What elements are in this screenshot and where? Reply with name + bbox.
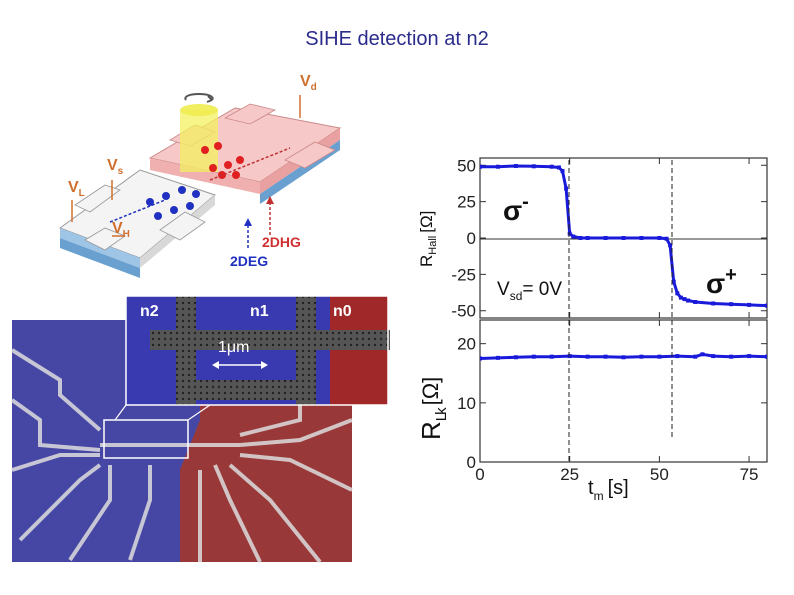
y-tick-label: 0	[467, 453, 476, 472]
data-point	[480, 356, 482, 361]
y-tick-label: -25	[451, 265, 476, 284]
x-tick-label: 25	[560, 465, 579, 484]
n1-label: n1	[250, 303, 269, 320]
data-point	[686, 298, 691, 303]
data-point	[531, 164, 536, 169]
chart-top-ticks	[479, 158, 767, 318]
sigma-plus-label: σ+	[706, 264, 737, 299]
data-point	[657, 236, 662, 240]
data-point	[480, 164, 482, 169]
chart-top-series	[480, 164, 767, 308]
vh-label: VH	[112, 220, 130, 240]
data-point	[671, 279, 676, 284]
current-arrows	[109, 147, 291, 248]
data-point	[560, 169, 565, 174]
electron-region	[58, 169, 217, 278]
data-point	[556, 165, 561, 170]
light-beam	[180, 93, 218, 172]
data-point	[711, 354, 716, 359]
vl-label: VL	[68, 179, 85, 199]
chart-top-tick-labels: 50 25 0 -25 -50	[451, 156, 476, 320]
data-point	[603, 236, 608, 240]
device-schematic: Vd Vs VL VH 2DHG 2DEG	[58, 73, 342, 278]
y-tick-label: 20	[457, 335, 476, 354]
data-point	[729, 354, 734, 359]
data-point	[639, 354, 644, 359]
data-point	[657, 354, 662, 359]
y-tick-label: 50	[457, 156, 476, 175]
chart-top-ylabel: RHall[Ω]	[417, 211, 439, 267]
n0-label: n0	[333, 303, 352, 320]
data-point	[513, 355, 518, 360]
chart-bottom-ylabel: RLk[Ω]	[416, 377, 450, 440]
data-point	[567, 354, 572, 359]
chart-bottom: 20 10 0 0 25 50 75 RLk[Ω] tm[s]	[416, 319, 768, 503]
scale-bar-label: 1μm	[218, 339, 249, 356]
y-tick-label: 25	[457, 193, 476, 212]
data-point	[711, 301, 716, 306]
chart-bottom-frame	[479, 319, 768, 463]
data-point	[585, 354, 590, 359]
data-point	[765, 354, 767, 359]
n2-label: n2	[140, 303, 159, 320]
data-point	[495, 164, 500, 169]
vsd-label: Vsd= 0V	[497, 279, 562, 303]
data-point	[747, 302, 752, 307]
data-point	[567, 231, 572, 236]
y-tick-label: 0	[467, 229, 476, 248]
data-point	[564, 186, 569, 191]
x-tick-label: 75	[740, 465, 759, 484]
data-point	[585, 236, 590, 240]
chart-bottom-xlabel: tm[s]	[588, 477, 629, 503]
vs-label: Vs	[107, 157, 124, 177]
data-point	[495, 355, 500, 360]
y-tick-label: 10	[457, 394, 476, 413]
data-point	[549, 164, 554, 169]
data-point	[729, 302, 734, 307]
data-point	[531, 354, 536, 359]
data-point	[693, 354, 698, 359]
data-point	[693, 300, 698, 304]
chart-bottom-tick-labels: 20 10 0	[457, 335, 476, 472]
chart-bottom-series	[480, 352, 767, 361]
data-point	[578, 236, 583, 240]
chart-bottom-x-tick-labels: 0 25 50 75	[475, 465, 758, 484]
data-point	[668, 243, 673, 248]
data-point	[621, 236, 626, 240]
data-point	[682, 297, 687, 302]
x-tick-label: 0	[475, 465, 484, 484]
data-point	[664, 236, 669, 241]
sigma-minus-label: σ-	[503, 191, 529, 226]
inset-region-box	[103, 419, 189, 459]
y-tick-label: -50	[451, 302, 476, 321]
series-line	[480, 164, 767, 308]
data-point	[603, 354, 608, 359]
chart-bottom-ticks	[479, 320, 767, 463]
2deg-label: 2DEG	[230, 253, 268, 269]
vd-label: Vd	[300, 73, 317, 93]
2dhg-label: 2DHG	[262, 234, 301, 250]
x-tick-label: 50	[650, 465, 669, 484]
data-point	[747, 354, 752, 359]
data-point	[675, 291, 680, 296]
voltage-leads	[71, 95, 301, 237]
data-point	[700, 352, 705, 357]
data-point	[765, 303, 767, 308]
slide-title: SIHE detection at n2	[305, 28, 489, 50]
data-point	[621, 355, 626, 360]
data-point	[513, 164, 518, 168]
data-point	[549, 354, 554, 359]
data-point	[675, 354, 680, 359]
sem-inset: n2 n1 n0 1μm	[125, 295, 390, 406]
data-point	[678, 295, 683, 300]
electrons	[146, 186, 200, 220]
chart-top: 50 25 0 -25 -50 RHall[Ω]	[417, 156, 768, 321]
data-point	[639, 236, 644, 240]
series-line	[480, 352, 767, 360]
data-point	[571, 234, 576, 239]
